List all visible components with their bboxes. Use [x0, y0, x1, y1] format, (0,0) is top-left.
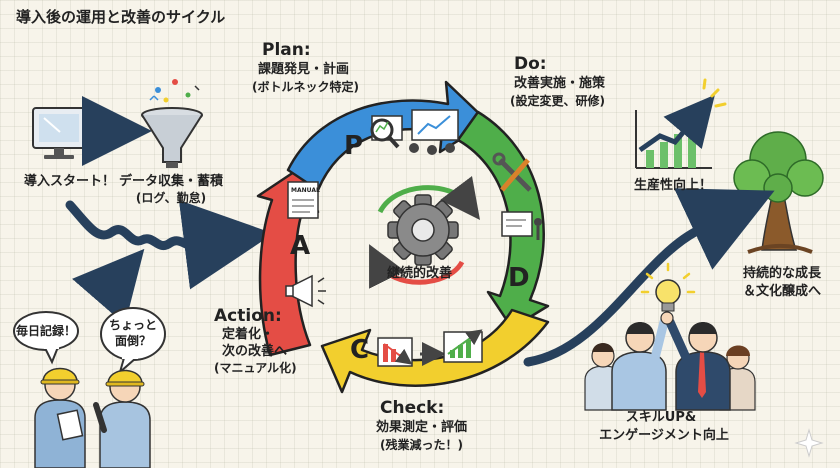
team-celebrating-icon — [584, 311, 756, 411]
trainer-board-icon — [501, 211, 542, 240]
plan-line1: 課題発見・計画 — [258, 62, 350, 77]
worker-with-clipboard — [34, 367, 86, 468]
bubble-right-text-1: ちょっと — [108, 318, 157, 332]
manual-tag: MANUAL — [291, 187, 320, 194]
plan-title: Plan: — [262, 40, 311, 60]
plan-arrow — [286, 80, 490, 192]
megaphone-icon — [285, 274, 326, 308]
do-line1: 改善実施・施策 — [514, 76, 606, 91]
wrench-screwdriver-icon — [492, 152, 532, 192]
skill-label-1: スキルUP& — [625, 410, 697, 425]
worker-up-arrow — [72, 248, 145, 325]
magnifier-chart-icon — [370, 115, 403, 149]
start-label: 導入スタート！ — [24, 174, 116, 189]
rising-chart-icon — [443, 329, 483, 363]
skill-label-2: エンゲージメント向上 — [599, 428, 729, 443]
check-letter: C — [350, 335, 370, 365]
gear-icon — [387, 194, 459, 266]
page-title: 導入後の運用と改善のサイクル — [16, 8, 226, 26]
wavy-progress-arrow — [65, 200, 274, 290]
productivity-label: 生産性向上！ — [634, 178, 713, 193]
tree-icon — [733, 131, 824, 254]
worker-thinking — [93, 369, 151, 468]
plan-letter: P — [344, 131, 364, 161]
speech-bubble-right — [100, 307, 166, 375]
speech-bubble-left — [13, 311, 79, 365]
data-collection-label: データ収集・蓄積 — [118, 174, 223, 189]
lightbulb-icon — [640, 262, 696, 312]
data-funnel-icon — [141, 79, 203, 168]
plan-line2: (ボトルネック特定) — [252, 80, 359, 94]
action-letter: A — [290, 231, 311, 261]
do-title: Do: — [514, 54, 547, 74]
declining-chart-icon — [377, 337, 413, 367]
data-collection-sublabel: (ログ、勤怠) — [135, 191, 207, 205]
action-title: Action: — [214, 306, 282, 326]
growth-curve-arrow — [523, 188, 775, 367]
computer-monitor-icon — [32, 107, 86, 159]
check-line2: (残業減った！) — [380, 438, 463, 452]
growth-label-1: 持続的な成長 — [742, 266, 821, 281]
bubble-right-text-2: 面倒？ — [114, 334, 151, 348]
action-line3: (マニュアル化) — [214, 361, 297, 375]
sparkle-icon — [794, 428, 824, 458]
meeting-presentation-icon — [409, 109, 459, 155]
check-title: Check: — [380, 398, 445, 418]
action-line2: 次の改善へ — [222, 344, 288, 359]
check-line1: 効果測定・評価 — [376, 420, 468, 435]
pdca-cycle — [256, 80, 550, 394]
action-line1: 定着化・ — [222, 327, 275, 342]
growth-label-2: ＆文化醸成へ — [742, 284, 821, 299]
continuous-improvement-label: 継続的改善 — [387, 266, 453, 281]
do-line2: (設定変更、研修) — [510, 94, 605, 108]
do-letter: D — [508, 263, 530, 293]
productivity-chart-icon — [635, 78, 727, 169]
bubble-left-text: 毎日記録！ — [15, 324, 76, 338]
manual-book-icon — [287, 181, 319, 219]
